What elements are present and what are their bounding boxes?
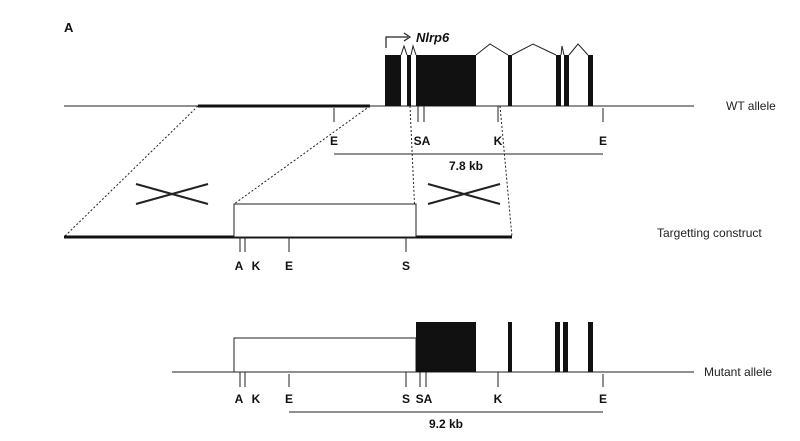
row-label-construct: Targetting construct xyxy=(657,226,762,240)
wt-exon-6 xyxy=(564,55,569,106)
wt-exon-5 xyxy=(556,55,561,106)
construct-site-s: S xyxy=(402,259,410,273)
mutant-exon-5 xyxy=(555,322,560,372)
mutant-site-e-left: E xyxy=(285,392,293,406)
mutant-allele xyxy=(172,322,694,387)
mutant-site-k-right: K xyxy=(494,392,503,406)
crossover-icon xyxy=(135,183,209,205)
wt-allele xyxy=(64,43,694,122)
construct-site-k: K xyxy=(252,259,261,273)
mutant-exon-6 xyxy=(563,322,568,372)
wt-exon-3 xyxy=(416,55,476,106)
wt-exon-4 xyxy=(508,55,512,106)
construct-site-a: A xyxy=(235,259,244,273)
targeting-construct xyxy=(64,203,512,252)
wt-exon-2 xyxy=(407,55,411,106)
mutant-exon-7 xyxy=(588,322,593,372)
gene-name: Nlrp6 xyxy=(416,30,450,45)
row-label-mutant: Mutant allele xyxy=(704,365,772,379)
wt-exon-7 xyxy=(588,55,593,106)
crossover-icon xyxy=(427,183,501,205)
construct-cassette xyxy=(233,203,417,238)
mutant-exon-3 xyxy=(416,322,476,372)
wt-site-k: K xyxy=(494,134,503,148)
row-label-wt: WT allele xyxy=(726,99,776,113)
mutant-cassette xyxy=(233,337,417,373)
wt-site-e-right: E xyxy=(599,134,607,148)
wt-site-sa: SA xyxy=(414,134,431,148)
mutant-site-s: S xyxy=(402,392,410,406)
construct-site-e: E xyxy=(285,259,293,273)
mutant-site-a: A xyxy=(235,392,244,406)
mutant-exon-4 xyxy=(508,322,512,372)
mutant-site-sa: SA xyxy=(416,392,433,406)
mutant-site-e-right: E xyxy=(599,392,607,406)
wt-exon-1 xyxy=(385,55,401,106)
panel-label: A xyxy=(64,20,74,35)
mutant-fragment-size: 9.2 kb xyxy=(429,417,463,431)
transcription-start-arrow-icon xyxy=(385,32,412,48)
mutant-site-k-left: K xyxy=(252,392,261,406)
wt-site-e-left: E xyxy=(330,134,338,148)
wt-fragment-size: 7.8 kb xyxy=(449,159,483,173)
